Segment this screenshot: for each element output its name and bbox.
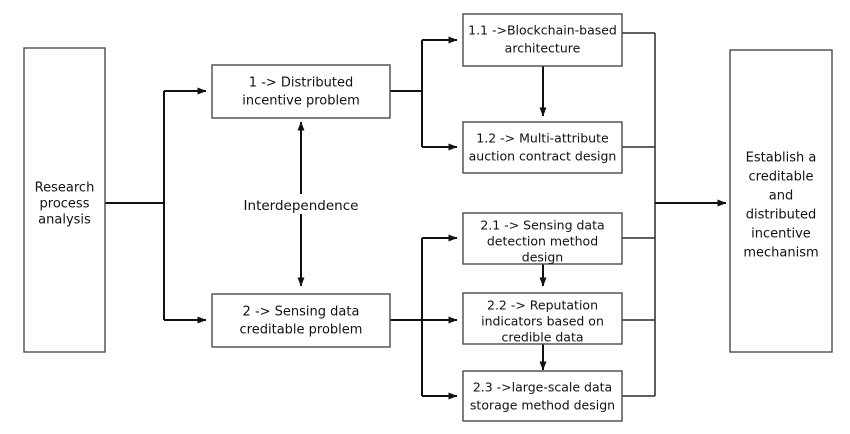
node-goal-line-5: incentive <box>751 227 811 242</box>
node-task-2-2-line-3: credible data <box>501 330 583 345</box>
node-goal-line-3: and <box>769 189 793 204</box>
node-goal-line-6: mechanism <box>743 246 818 261</box>
node-task-2-1-line-1: 2.1 -> Sensing data <box>480 218 604 233</box>
node-task-2-1-line-2: detection method <box>487 234 598 249</box>
node-task-2-2-line-2: indicators based on <box>481 314 604 329</box>
node-goal-line-1: Establish a <box>746 151 817 166</box>
node-problem-1-line-2: incentive problem <box>242 94 360 109</box>
node-task-2-1[interactable] <box>462 212 623 265</box>
node-goal[interactable] <box>729 49 833 353</box>
node-task-1-1[interactable] <box>462 13 623 67</box>
node-goal-line-2: creditable <box>749 170 814 185</box>
node-problem-2-line-2: creditable problem <box>240 323 363 338</box>
node-research-process-analysis[interactable] <box>23 47 106 353</box>
node-research-line-3: analysis <box>38 213 91 228</box>
node-task-2-2[interactable] <box>462 292 623 345</box>
interdependence-label-backdrop <box>231 194 371 214</box>
node-research-line-1: Research <box>35 181 95 196</box>
node-task-2-1-line-3: design <box>522 250 563 265</box>
node-task-2-2-line-1: 2.2 -> Reputation <box>487 298 598 313</box>
node-task-2-3-line-1: 2.3 ->large-scale data <box>473 380 612 395</box>
node-problem-1-line-1: 1 -> Distributed <box>249 76 353 91</box>
node-task-1-2[interactable] <box>462 121 623 174</box>
node-task-1-2-line-2: auction contract design <box>469 149 617 164</box>
node-problem-2-line-1: 2 -> Sensing data <box>243 305 360 320</box>
node-goal-line-4: distributed <box>746 208 817 223</box>
node-problem-1[interactable] <box>211 64 391 119</box>
interdependence-label: Interdependence <box>244 198 359 214</box>
node-task-1-1-line-1: 1.1 ->Blockchain-based <box>468 23 617 38</box>
node-research-line-2: process <box>40 197 90 212</box>
node-task-1-1-line-2: architecture <box>505 41 581 56</box>
node-task-1-2-line-1: 1.2 -> Multi-attribute <box>476 131 609 146</box>
node-problem-2[interactable] <box>211 293 391 348</box>
node-task-2-3-line-2: storage method design <box>470 398 615 413</box>
node-task-2-3[interactable] <box>462 370 623 422</box>
